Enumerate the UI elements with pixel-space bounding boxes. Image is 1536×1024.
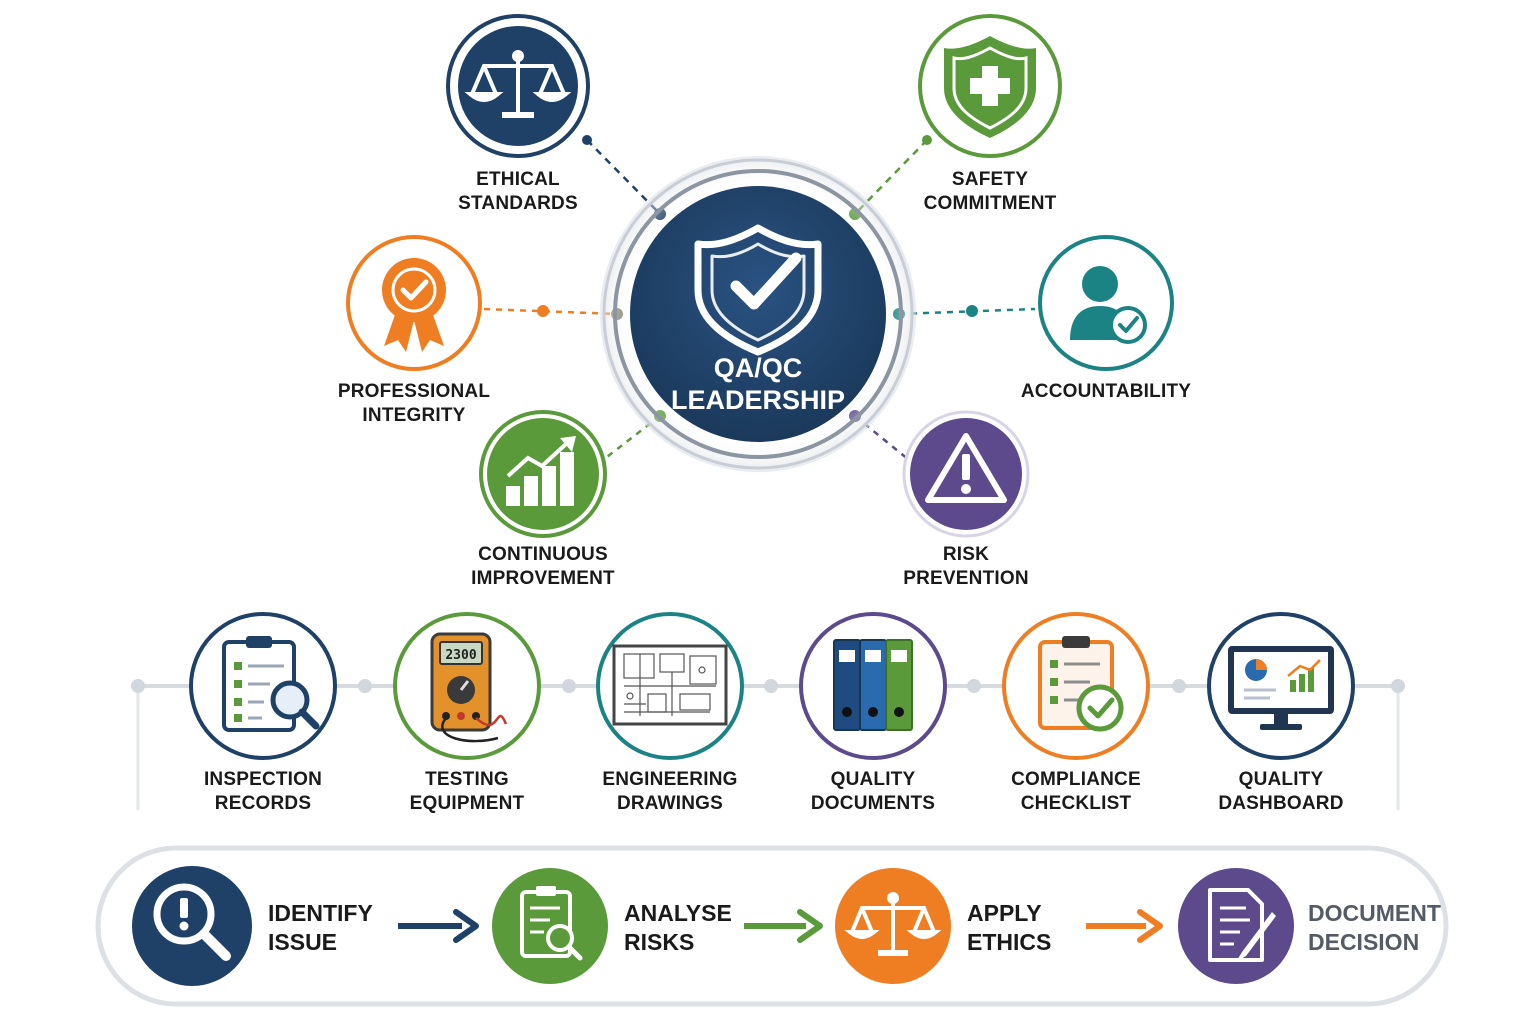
user-check-icon <box>1070 266 1147 344</box>
process-document-decision <box>1178 868 1294 984</box>
checklist-icon <box>1038 636 1124 732</box>
multimeter-icon: 2300 <box>430 632 508 743</box>
tool-engineering-drawings <box>596 612 744 760</box>
shield-plus-icon <box>944 36 1036 138</box>
scales-icon <box>844 892 942 956</box>
arrow-right-icon <box>398 909 479 943</box>
clipboard-search-icon <box>520 886 583 961</box>
label-engineering-drawings: ENGINEERING DRAWINGS <box>602 769 738 814</box>
leadership-hub <box>600 156 916 472</box>
document-pen-icon <box>1208 888 1276 962</box>
shield-check-icon <box>694 224 822 356</box>
tools-timeline <box>131 679 1405 810</box>
label-safety-commitment: SAFETY COMMITMENT <box>923 169 1057 214</box>
step-document-decision: DOCUMENT DECISION <box>1308 900 1441 955</box>
binders-icon <box>833 639 913 731</box>
process-apply-ethics <box>835 868 951 984</box>
tool-compliance-checklist <box>1002 612 1150 760</box>
hub-title: QA/QC LEADERSHIP <box>636 352 880 416</box>
step-analyse-risks: ANALYSE RISKS <box>624 900 732 955</box>
arrow-right-icon <box>1086 909 1163 943</box>
process-analyse-risks <box>492 868 608 984</box>
principle-safety-commitment <box>918 14 1062 158</box>
label-testing-equipment: TESTING EQUIPMENT <box>409 769 525 814</box>
label-continuous-improvement: CONTINUOUS IMPROVEMENT <box>471 544 615 589</box>
principle-continuous-improvement <box>479 410 607 538</box>
label-compliance-checklist: COMPLIANCE CHECKLIST <box>1011 769 1141 814</box>
label-professional-integrity: PROFESSIONAL INTEGRITY <box>337 381 491 426</box>
tool-testing-equipment: 2300 <box>393 612 541 760</box>
principle-professional-integrity <box>346 235 482 371</box>
process-arrows <box>398 909 1163 943</box>
warning-triangle-icon <box>925 433 1007 503</box>
principle-ethical-standards <box>446 14 590 158</box>
label-accountability: ACCOUNTABILITY <box>1020 381 1192 402</box>
label-risk-prevention: RISK PREVENTION <box>903 544 1029 589</box>
principle-accountability <box>1038 235 1174 371</box>
step-identify-issue: IDENTIFY ISSUE <box>268 900 373 955</box>
hub-title-line1: QA/QC <box>713 353 803 383</box>
tool-inspection-records <box>189 612 337 760</box>
label-inspection-records: INSPECTION RECORDS <box>203 769 323 814</box>
hub-title-line2: LEADERSHIP <box>670 385 846 415</box>
tool-quality-documents <box>799 612 947 760</box>
award-ribbon-icon <box>382 258 446 352</box>
blueprint-icon <box>612 644 728 726</box>
clipboard-search-icon <box>222 636 320 732</box>
process-identify-issue <box>132 866 252 986</box>
meter-reading: 2300 <box>445 648 476 663</box>
tool-quality-dashboard <box>1207 612 1355 760</box>
label-ethical-standards: ETHICAL STANDARDS <box>458 169 578 214</box>
label-quality-dashboard: QUALITY DASHBOARD <box>1218 769 1344 814</box>
search-alert-icon <box>153 883 231 961</box>
label-quality-documents: QUALITY DOCUMENTS <box>810 769 936 814</box>
principle-risk-prevention <box>902 410 1030 538</box>
growth-chart-icon <box>506 436 576 506</box>
dashboard-monitor-icon <box>1228 646 1334 730</box>
scales-icon <box>464 50 572 118</box>
step-apply-ethics: APPLY ETHICS <box>967 900 1052 955</box>
arrow-right-icon <box>744 909 823 943</box>
